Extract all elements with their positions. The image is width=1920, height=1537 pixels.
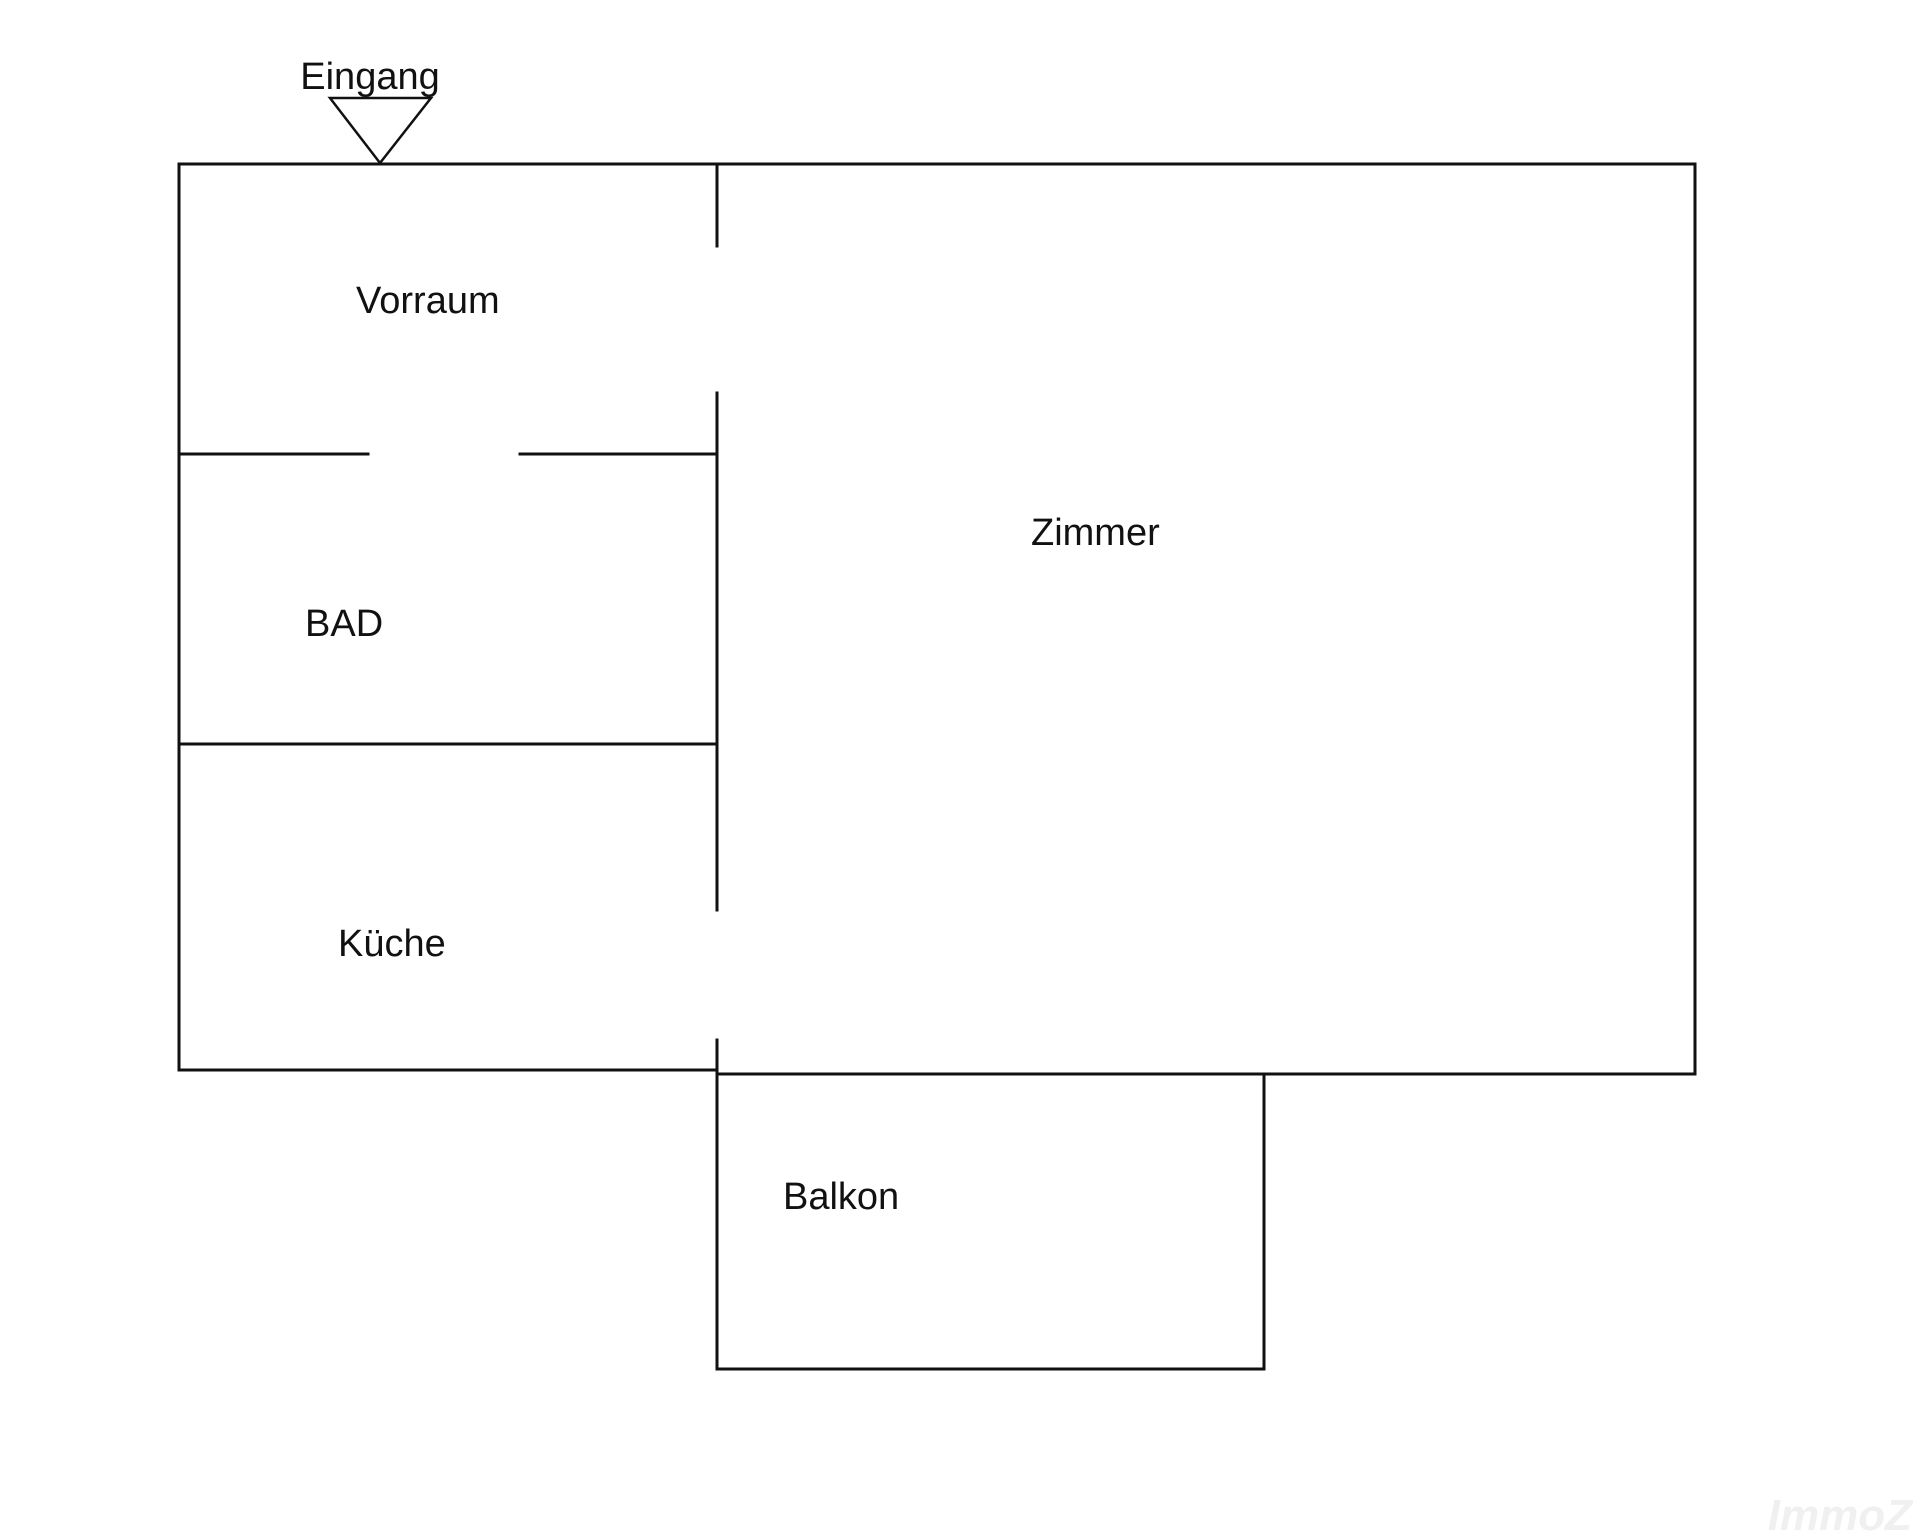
entrance-label: Eingang	[300, 56, 439, 98]
room-label-balkon: Balkon	[783, 1176, 899, 1218]
room-label-bad: BAD	[305, 603, 383, 645]
room-label-kueche: Küche	[338, 923, 446, 965]
room-label-zimmer: Zimmer	[1031, 512, 1160, 554]
watermark-logo: ImmoZ	[1768, 1491, 1914, 1537]
room-label-vorraum: Vorraum	[356, 280, 500, 322]
entrance-marker	[327, 96, 434, 166]
